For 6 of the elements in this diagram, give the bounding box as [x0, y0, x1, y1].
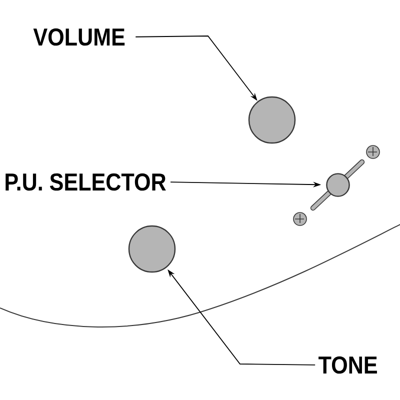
part-label: VOLUME [33, 28, 125, 46]
knob [248, 96, 296, 144]
part-label: P.U. SELECTOR [6, 173, 166, 191]
part-label: TONE [318, 356, 377, 374]
switch-knob [326, 173, 350, 197]
knob [128, 225, 176, 273]
